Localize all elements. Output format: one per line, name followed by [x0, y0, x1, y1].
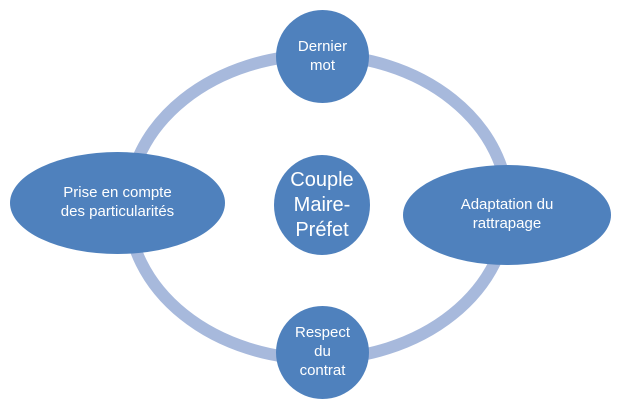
node-right-label: Adaptation du rattrapage: [460, 196, 554, 232]
node-bottom: Respect du contrat: [276, 306, 369, 399]
node-top: Dernier mot: [276, 10, 369, 103]
center-node: Couple Maire- Préfet: [274, 155, 370, 255]
node-left: Prise en compte des particularités: [10, 152, 225, 254]
center-label: Couple Maire- Préfet: [290, 168, 354, 241]
node-left-label: Prise en compte des particularités: [60, 184, 175, 220]
node-top-label: Dernier mot: [297, 37, 348, 74]
node-right: Adaptation du rattrapage: [403, 165, 611, 265]
node-bottom-label: Respect du contrat: [294, 324, 351, 379]
